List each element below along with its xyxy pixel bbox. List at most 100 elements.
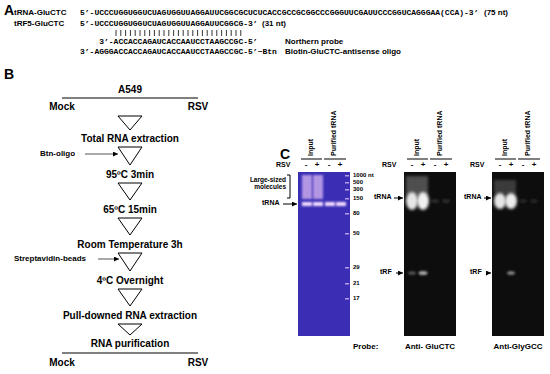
ladder-size: 17 bbox=[353, 295, 360, 302]
lane-underline bbox=[430, 159, 452, 160]
pairing-bar bbox=[173, 30, 174, 36]
gel-smear bbox=[313, 175, 323, 199]
pairing-bar bbox=[207, 30, 208, 36]
blot-smear bbox=[494, 180, 516, 194]
panel-letter: A bbox=[4, 2, 14, 18]
pairing-bar bbox=[226, 30, 227, 36]
ladder-band bbox=[345, 198, 349, 200]
pairing-bar bbox=[216, 30, 217, 36]
treatment-sign: - bbox=[328, 160, 331, 169]
blot-band bbox=[417, 192, 429, 210]
condition: Mock bbox=[49, 357, 75, 369]
band-arrow bbox=[396, 273, 403, 274]
lane-header: Purified tRNA bbox=[524, 111, 532, 157]
band-arrow bbox=[394, 198, 403, 199]
band-label: Large-sized molecules bbox=[246, 176, 286, 190]
probe-name: Northern probe bbox=[285, 37, 343, 46]
probe-label: Anti-GlyGCC bbox=[494, 342, 543, 351]
step-text: RNA purification bbox=[91, 338, 170, 350]
split-line bbox=[62, 98, 198, 99]
lane-header: Input bbox=[307, 139, 315, 156]
step-text: 65ºC 15min bbox=[103, 204, 157, 216]
pairing-bar bbox=[130, 30, 131, 36]
treatment-sign: - bbox=[434, 160, 437, 169]
pairing-bar bbox=[197, 30, 198, 36]
ladder-band bbox=[345, 267, 349, 269]
treatment-sign: + bbox=[315, 160, 320, 169]
gel-band bbox=[302, 202, 312, 206]
ladder-band bbox=[345, 233, 349, 235]
blot-band bbox=[442, 199, 450, 203]
treatment-sign: + bbox=[532, 160, 537, 169]
ladder-size: 29 bbox=[353, 264, 360, 271]
ladder-size: 1000 nt bbox=[353, 172, 374, 179]
sequence: 3’-AGGGACCACCAGAUCACCAAUCCTAAGCCGC-5’~Bt… bbox=[80, 47, 277, 57]
gel-band bbox=[336, 202, 346, 206]
treatment-sign: - bbox=[411, 160, 414, 169]
probe-name: Biotin-GluCTC-antisense oligo bbox=[285, 47, 401, 56]
reagent: Streptavidin-beads bbox=[14, 254, 86, 263]
step-triangle bbox=[118, 183, 142, 200]
step-triangle bbox=[118, 253, 142, 271]
treatment-label: RSV bbox=[382, 161, 396, 169]
panel-letter: B bbox=[4, 66, 14, 82]
pairing-bar bbox=[125, 30, 126, 36]
pairing-bar bbox=[188, 30, 189, 36]
step-text: Room Temperature 3h bbox=[77, 239, 182, 251]
ladder-band bbox=[345, 175, 349, 177]
length-note: (31 nt) bbox=[262, 19, 286, 28]
lane-header: Purified tRNA bbox=[436, 111, 444, 157]
treatment-sign: - bbox=[305, 160, 308, 169]
step-triangle bbox=[118, 116, 142, 130]
ladder-band bbox=[345, 283, 349, 285]
pairing-bar bbox=[202, 30, 203, 36]
sequence: 3’-ACCACCAGAUCACCAAUCCTAAGCCGC-5’ bbox=[99, 37, 257, 47]
treatment-sign: - bbox=[499, 160, 502, 169]
pairing-bars bbox=[116, 30, 241, 36]
lane-underline bbox=[495, 159, 516, 160]
reagent-arrow bbox=[98, 259, 119, 260]
step-triangle bbox=[118, 324, 142, 335]
condition: RSV bbox=[188, 101, 209, 113]
bracket bbox=[287, 175, 290, 198]
northern-blot bbox=[404, 172, 456, 336]
lane-underline bbox=[324, 159, 346, 160]
cell-line: A549 bbox=[118, 84, 142, 96]
reagent-arrow bbox=[85, 154, 118, 155]
pairing-bar bbox=[140, 30, 141, 36]
blot-band bbox=[530, 199, 538, 203]
pairing-bar bbox=[183, 30, 184, 36]
band-arrow bbox=[486, 273, 491, 274]
ladder-band bbox=[345, 189, 349, 191]
lane-header: Purified tRNA bbox=[330, 111, 338, 157]
pairing-bar bbox=[154, 30, 155, 36]
pairing-bar bbox=[236, 30, 237, 36]
pairing-bar bbox=[168, 30, 169, 36]
lane-header: Input bbox=[501, 139, 509, 156]
ladder-size: 300 bbox=[353, 186, 363, 193]
condition: RSV bbox=[188, 357, 209, 369]
band-label: tRF bbox=[470, 268, 482, 276]
step-text: Pull-downed RNA extraction bbox=[63, 310, 197, 322]
step-text: 4ºC Overnight bbox=[97, 275, 163, 287]
blot-band bbox=[419, 271, 428, 275]
lane-header: Input bbox=[413, 139, 421, 156]
pairing-bar bbox=[231, 30, 232, 36]
treatment-label: RSV bbox=[470, 161, 484, 169]
split-line bbox=[62, 353, 198, 354]
lane-underline bbox=[407, 159, 428, 160]
band-label: tRNA bbox=[464, 193, 482, 201]
lane-underline bbox=[301, 159, 322, 160]
pairing-bar bbox=[221, 30, 222, 36]
ladder-size: 21 bbox=[353, 280, 360, 287]
treatment-sign: + bbox=[421, 160, 426, 169]
panel-letter: C bbox=[280, 146, 290, 162]
blot-band bbox=[494, 193, 506, 209]
pairing-bar bbox=[159, 30, 160, 36]
ladder-band bbox=[345, 298, 349, 300]
ladder-size: 80 bbox=[353, 210, 360, 217]
band-arrow bbox=[484, 198, 491, 199]
gel-band bbox=[313, 202, 323, 206]
ladder-size: 500 bbox=[353, 179, 363, 186]
